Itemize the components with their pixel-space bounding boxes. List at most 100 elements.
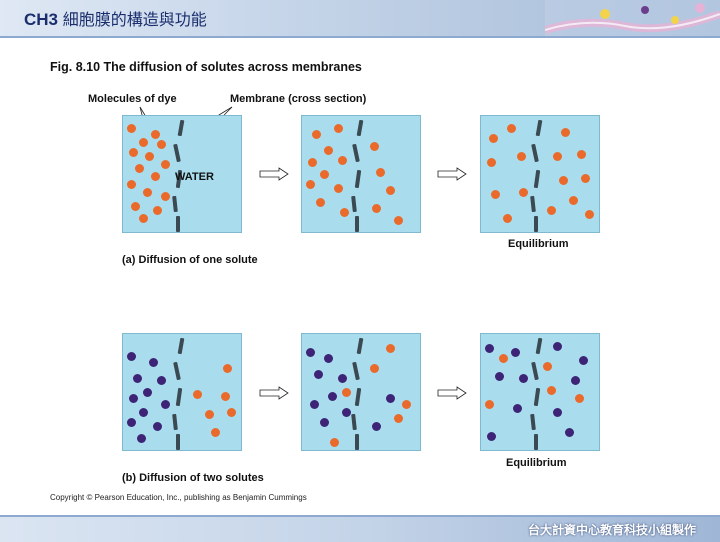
membrane-segment (355, 434, 359, 450)
membrane-segment (172, 414, 178, 430)
dye-molecule (394, 216, 403, 225)
equilibrium-label-a: Equilibrium (508, 238, 569, 250)
arrow-right-icon (437, 167, 467, 181)
membrane-segment (173, 144, 181, 162)
dye-molecule (227, 408, 236, 417)
dye-molecule (328, 392, 337, 401)
molecules-label: Molecules of dye (88, 93, 177, 105)
panel-b-initial (122, 333, 242, 451)
dye-molecule (149, 358, 158, 367)
dye-molecule (334, 184, 343, 193)
dye-molecule (342, 388, 351, 397)
dye-molecule (153, 422, 162, 431)
header-decoration-image (545, 0, 720, 36)
dye-molecule (519, 188, 528, 197)
dye-molecule (139, 138, 148, 147)
dye-molecule (161, 400, 170, 409)
dye-molecule (491, 190, 500, 199)
dye-molecule (585, 210, 594, 219)
membrane-segment (530, 414, 536, 430)
dye-molecule (306, 348, 315, 357)
arrow-right-icon (259, 167, 289, 181)
chapter-title: 細胞膜的構造與功能 (63, 10, 207, 29)
dye-molecule (320, 418, 329, 427)
membrane-segment (351, 196, 357, 212)
membrane-segment (352, 362, 360, 380)
chapter-label: CH3 (24, 10, 58, 29)
dye-molecule (495, 372, 504, 381)
dye-molecule (324, 354, 333, 363)
dye-molecule (571, 376, 580, 385)
dye-molecule (581, 174, 590, 183)
membrane-segment (176, 388, 182, 406)
membrane-segment (352, 144, 360, 162)
dye-molecule (143, 388, 152, 397)
dye-molecule (485, 400, 494, 409)
dye-molecule (334, 124, 343, 133)
arrow-right-icon (437, 386, 467, 400)
dye-molecule (487, 432, 496, 441)
dye-molecule (386, 186, 395, 195)
slide-title: CH3 細胞膜的構造與功能 (24, 6, 207, 30)
dye-molecule (157, 376, 166, 385)
dye-molecule (372, 204, 381, 213)
dye-molecule (394, 414, 403, 423)
panel-b-equilibrium (480, 333, 600, 451)
dye-molecule (513, 404, 522, 413)
membrane-label: Membrane (cross section) (230, 93, 366, 105)
dye-molecule (157, 140, 166, 149)
dye-molecule (223, 364, 232, 373)
dye-molecule (376, 168, 385, 177)
panel-a-equilibrium (480, 115, 600, 233)
dye-molecule (139, 408, 148, 417)
panel-b-middle (301, 333, 421, 451)
dye-molecule (324, 146, 333, 155)
footer-credit: 台大計資中心教育科技小組製作 (528, 521, 696, 538)
dye-molecule (553, 408, 562, 417)
dye-molecule (205, 410, 214, 419)
dye-molecule (553, 152, 562, 161)
equilibrium-label-b: Equilibrium (506, 457, 567, 469)
caption-a: (a) Diffusion of one solute (122, 254, 258, 266)
dye-molecule (370, 142, 379, 151)
membrane-segment (355, 170, 361, 188)
figure-title: Fig. 8.10 The diffusion of solutes acros… (50, 60, 362, 74)
dye-molecule (559, 176, 568, 185)
membrane-segment (357, 120, 364, 136)
membrane-segment (173, 362, 181, 380)
dye-molecule (308, 158, 317, 167)
membrane-segment (534, 216, 538, 232)
membrane-segment (176, 216, 180, 232)
dye-molecule (386, 394, 395, 403)
dye-molecule (386, 344, 395, 353)
dye-molecule (127, 352, 136, 361)
dye-molecule (517, 152, 526, 161)
header-bar: CH3 細胞膜的構造與功能 (0, 0, 720, 38)
dye-molecule (547, 206, 556, 215)
membrane-segment (176, 434, 180, 450)
membrane-segment (534, 170, 540, 188)
dye-molecule (487, 158, 496, 167)
dye-molecule (340, 208, 349, 217)
membrane-segment (351, 414, 357, 430)
dye-molecule (503, 214, 512, 223)
panel-a-initial: WATER (122, 115, 242, 233)
membrane-segment (530, 196, 536, 212)
dye-molecule (320, 170, 329, 179)
dye-molecule (131, 202, 140, 211)
panel-a-middle (301, 115, 421, 233)
dye-molecule (151, 172, 160, 181)
dye-molecule (511, 348, 520, 357)
dye-molecule (565, 428, 574, 437)
dye-molecule (193, 390, 202, 399)
membrane-segment (531, 144, 539, 162)
dye-molecule (221, 392, 230, 401)
dye-molecule (127, 180, 136, 189)
dye-molecule (306, 180, 315, 189)
dye-molecule (338, 374, 347, 383)
membrane-segment (357, 338, 364, 354)
dye-molecule (372, 422, 381, 431)
dye-molecule (485, 344, 494, 353)
membrane-segment (534, 388, 540, 406)
